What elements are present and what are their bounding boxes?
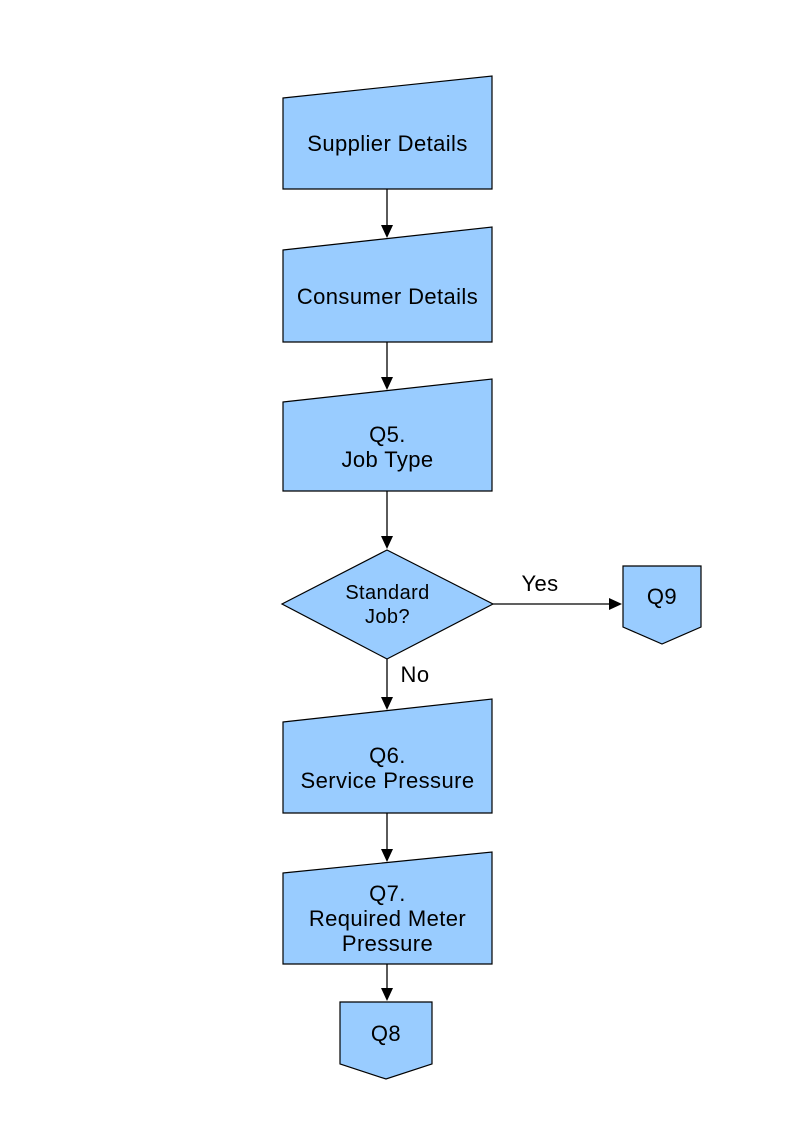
- q5-job-type-node: [282, 378, 493, 492]
- arrowhead-right-icon: [609, 598, 622, 610]
- arrowhead-down-icon: [381, 988, 393, 1001]
- arrowhead-down-icon: [381, 536, 393, 549]
- arrow-q6-to-q7: [381, 813, 393, 862]
- arrowhead-down-icon: [381, 225, 393, 238]
- q8-offpage-connector-node: [339, 1001, 433, 1080]
- arrowhead-down-icon: [381, 697, 393, 710]
- arrow-q5-to-decision: [381, 491, 393, 549]
- consumer-details-node: [282, 226, 493, 343]
- arrowhead-down-icon: [381, 849, 393, 862]
- q9-offpage-connector-node: [622, 565, 702, 645]
- arrow-supplier-to-consumer: [381, 189, 393, 238]
- arrow-decision-to-q6-no: [381, 659, 393, 710]
- arrowhead-down-icon: [381, 377, 393, 390]
- arrow-decision-to-q9-yes: [493, 598, 622, 610]
- supplier-details-node: [282, 75, 493, 190]
- arrow-consumer-to-q5: [381, 342, 393, 390]
- arrow-q7-to-q8: [381, 964, 393, 1001]
- standard-job-decision-node: [280, 549, 495, 660]
- q7-required-meter-pressure-node: [282, 851, 493, 965]
- q6-service-pressure-node: [282, 698, 493, 814]
